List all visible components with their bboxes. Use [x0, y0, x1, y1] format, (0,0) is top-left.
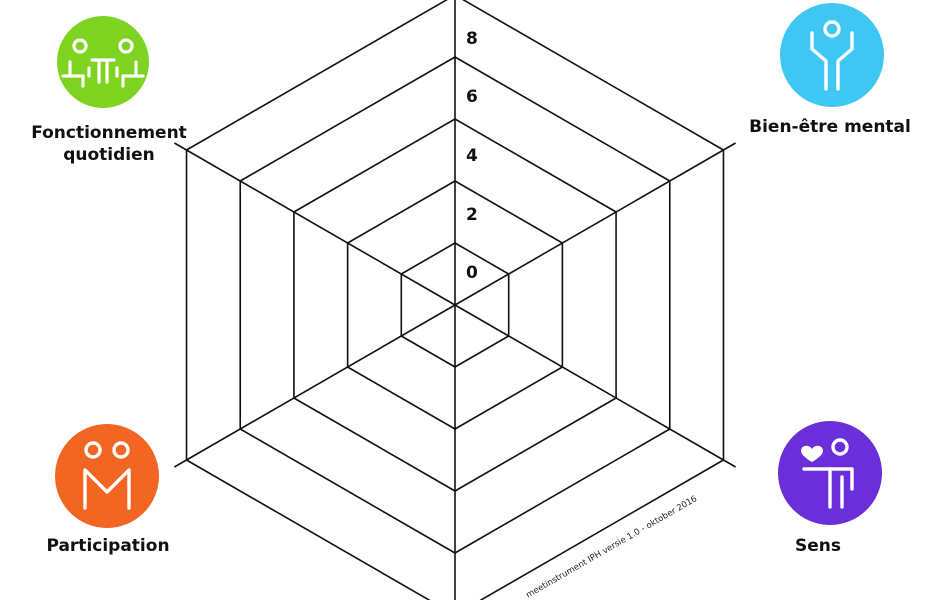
label-daily-line1: Fonctionnement [31, 123, 187, 143]
axis-spokes [174, 0, 736, 600]
tick-label-6: 6 [466, 87, 478, 107]
axis-spoke-5 [174, 142, 456, 306]
label-sense: Sens [795, 536, 841, 556]
tick-label-0: 0 [466, 263, 478, 283]
person-with-heart-icon [778, 421, 882, 525]
axis-spoke-1 [454, 142, 736, 306]
axis-spoke-4 [174, 304, 456, 468]
axis-spoke-2 [454, 304, 736, 468]
tick-label-8: 8 [466, 29, 478, 49]
people-at-table-icon [57, 16, 149, 108]
label-daily-line2: quotidien [63, 145, 155, 165]
tick-label-2: 2 [466, 205, 478, 225]
person-arms-raised-icon [780, 3, 884, 107]
label-daily-functioning: Fonctionnement quotidien [28, 122, 190, 166]
two-people-icon [55, 424, 159, 528]
footnote: meetinstrument IPH versie 1.0 - oktober … [525, 494, 699, 600]
label-mental-wellbeing: Bien-être mental [749, 117, 911, 137]
tick-label-4: 4 [466, 146, 478, 166]
label-participation: Participation [46, 536, 170, 556]
